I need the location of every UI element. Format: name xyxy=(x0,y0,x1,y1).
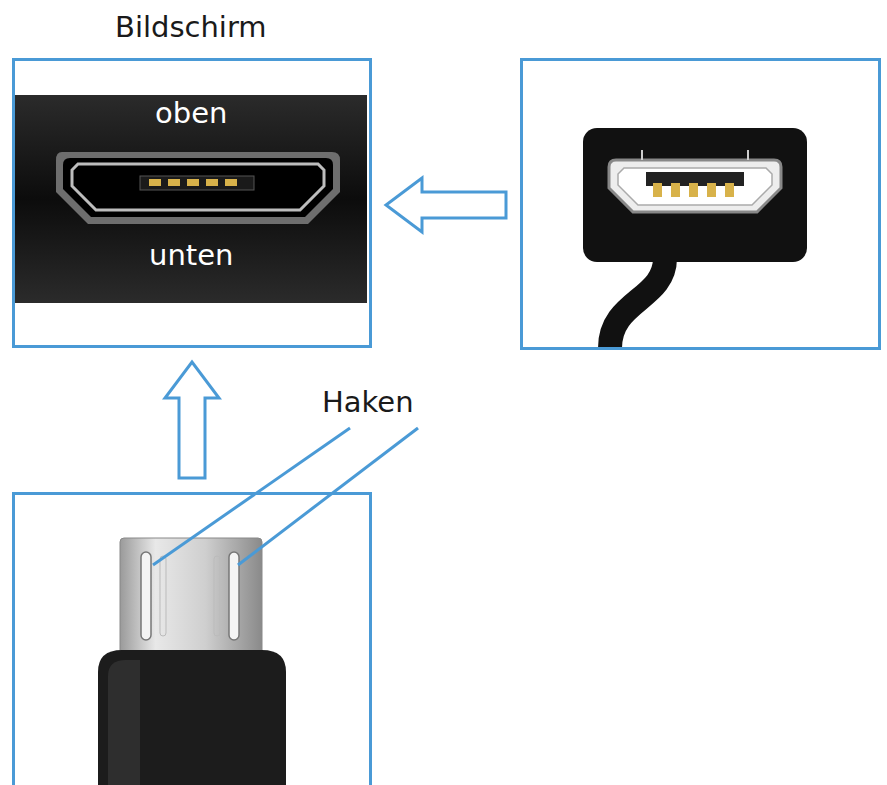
plug-side xyxy=(98,538,286,785)
port-side-label: oben xyxy=(155,97,227,130)
hollow-arrow xyxy=(165,362,219,478)
plug-front xyxy=(583,128,807,262)
hollow-arrow xyxy=(386,178,506,232)
image-panel xyxy=(520,58,881,350)
image-panel: Bildschirmobenunten xyxy=(12,58,372,348)
leader-line xyxy=(238,428,418,565)
socket-front xyxy=(56,152,340,224)
cable xyxy=(610,258,665,348)
callout-label: Haken xyxy=(322,386,414,419)
device-surface xyxy=(15,95,367,303)
panel-heading: Bildschirm xyxy=(115,11,267,44)
port-side-label: unten xyxy=(149,239,233,272)
image-panel xyxy=(12,492,372,785)
